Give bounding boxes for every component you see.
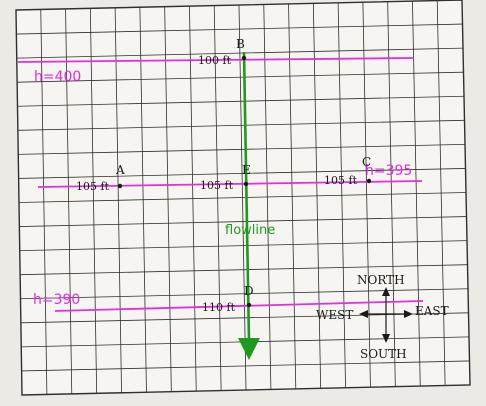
- compass-rose: NORTH SOUTH EAST WEST: [316, 273, 449, 361]
- point-c: C 105 ft: [324, 155, 372, 187]
- compass-east-arrow-icon: [404, 310, 413, 318]
- point-c-name: C: [362, 155, 371, 169]
- compass-south-label: SOUTH: [360, 347, 407, 361]
- point-b-name: B: [236, 37, 245, 51]
- grid-line-horizontal: [18, 143, 466, 155]
- flowline-arrow-head: [238, 338, 260, 360]
- contour-label-395: h=395: [365, 163, 412, 179]
- grid-line-horizontal: [19, 216, 467, 227]
- flowline-arrow-shaft: [242, 51, 251, 343]
- grid-line-horizontal: [20, 288, 469, 300]
- grid-line-horizontal: [18, 168, 466, 179]
- point-c-marker: [366, 178, 372, 184]
- point-d-marker: [246, 302, 252, 308]
- point-e: E 105 ft: [200, 163, 251, 192]
- contour-line-395: [37, 180, 423, 188]
- compass-north-arrow-icon: [382, 287, 390, 296]
- flowline-label: flowline: [225, 223, 275, 238]
- grid-line-horizontal: [17, 71, 464, 83]
- contour-label-390: h=390: [33, 292, 80, 308]
- grid-line-horizontal: [19, 240, 468, 252]
- compass-north-label: NORTH: [357, 273, 405, 287]
- grid-lines: [16, 0, 470, 395]
- point-d-depth: 110 ft: [202, 301, 236, 314]
- grid-line-horizontal: [17, 119, 465, 131]
- point-b: B 100 ft: [198, 37, 247, 67]
- point-e-marker: [243, 181, 249, 187]
- grid-line-horizontal: [16, 23, 463, 35]
- point-e-name: E: [242, 163, 251, 177]
- point-e-depth: 105 ft: [200, 179, 234, 192]
- point-a-depth: 105 ft: [76, 180, 110, 193]
- contour-label-400: h=400: [34, 69, 81, 85]
- grid-line-horizontal: [21, 360, 470, 372]
- grid-line-horizontal: [16, 47, 464, 59]
- grid-line-horizontal: [17, 95, 465, 107]
- point-b-depth: 100 ft: [198, 54, 232, 67]
- compass-west-arrow-icon: [359, 310, 368, 318]
- point-d: D 110 ft: [202, 284, 254, 314]
- contour-line-390: [54, 300, 424, 312]
- point-a-name: A: [115, 163, 125, 177]
- compass-east-label: EAST: [415, 304, 449, 318]
- grid-line-horizontal: [18, 192, 467, 203]
- point-a: A 105 ft: [76, 163, 125, 193]
- grid-border: [15, 0, 471, 396]
- compass-west-label: WEST: [316, 308, 353, 322]
- contour-line-400: [17, 57, 415, 63]
- point-a-marker: [117, 183, 123, 189]
- point-c-depth: 105 ft: [324, 174, 358, 187]
- grid-line-horizontal: [20, 264, 468, 276]
- point-d-name: D: [244, 284, 254, 298]
- compass-south-arrow-icon: [382, 334, 390, 343]
- point-b-marker: [241, 55, 247, 61]
